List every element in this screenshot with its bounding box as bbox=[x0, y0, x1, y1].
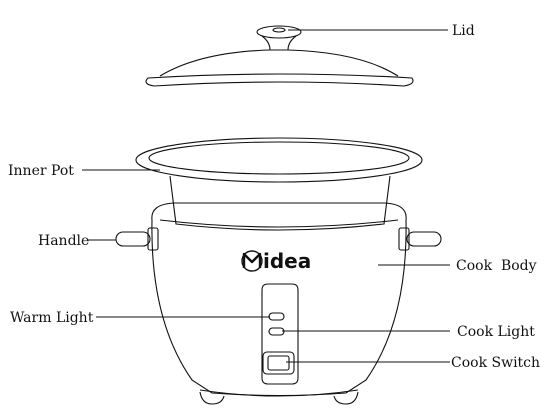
lid-knob-top bbox=[272, 27, 286, 33]
brand-name: idea bbox=[263, 249, 311, 273]
pot-rim-inner bbox=[148, 141, 410, 175]
cook-body bbox=[151, 202, 407, 405]
foot-left bbox=[199, 391, 225, 405]
lid-knob bbox=[256, 25, 302, 39]
midea-logo: idea bbox=[241, 249, 311, 273]
handle-right bbox=[398, 227, 442, 251]
body-outline bbox=[151, 219, 407, 397]
lid-dome bbox=[159, 49, 399, 77]
label-handle: Handle bbox=[38, 233, 89, 249]
foot-right bbox=[333, 391, 359, 405]
label-lid: Lid bbox=[452, 23, 475, 39]
pot-rim-outer bbox=[135, 137, 423, 183]
cook-switch-outer[interactable] bbox=[262, 351, 295, 375]
midea-logo-circle bbox=[241, 250, 263, 272]
pot-wall bbox=[169, 175, 391, 231]
label-cook-light: Cook Light bbox=[457, 324, 535, 340]
body-top-rim bbox=[151, 202, 407, 221]
label-warm-light: Warm Light bbox=[10, 310, 94, 326]
pot-bottom bbox=[159, 219, 399, 228]
cook-light-indicator bbox=[268, 327, 285, 336]
control-panel bbox=[261, 283, 299, 385]
inner-pot bbox=[135, 137, 423, 231]
warm-light-indicator bbox=[268, 312, 285, 321]
label-inner-pot: Inner Pot bbox=[8, 163, 74, 179]
label-cook-switch: Cook Switch bbox=[451, 355, 540, 371]
body-base bbox=[199, 389, 359, 397]
lid-rim bbox=[145, 73, 414, 87]
lid-knob-stem bbox=[261, 35, 297, 51]
midea-logo-m bbox=[242, 252, 262, 268]
handle-left bbox=[115, 227, 159, 251]
cook-switch-inner[interactable] bbox=[267, 355, 290, 371]
lid bbox=[145, 25, 414, 87]
label-cook-body: Cook Body bbox=[456, 258, 537, 274]
